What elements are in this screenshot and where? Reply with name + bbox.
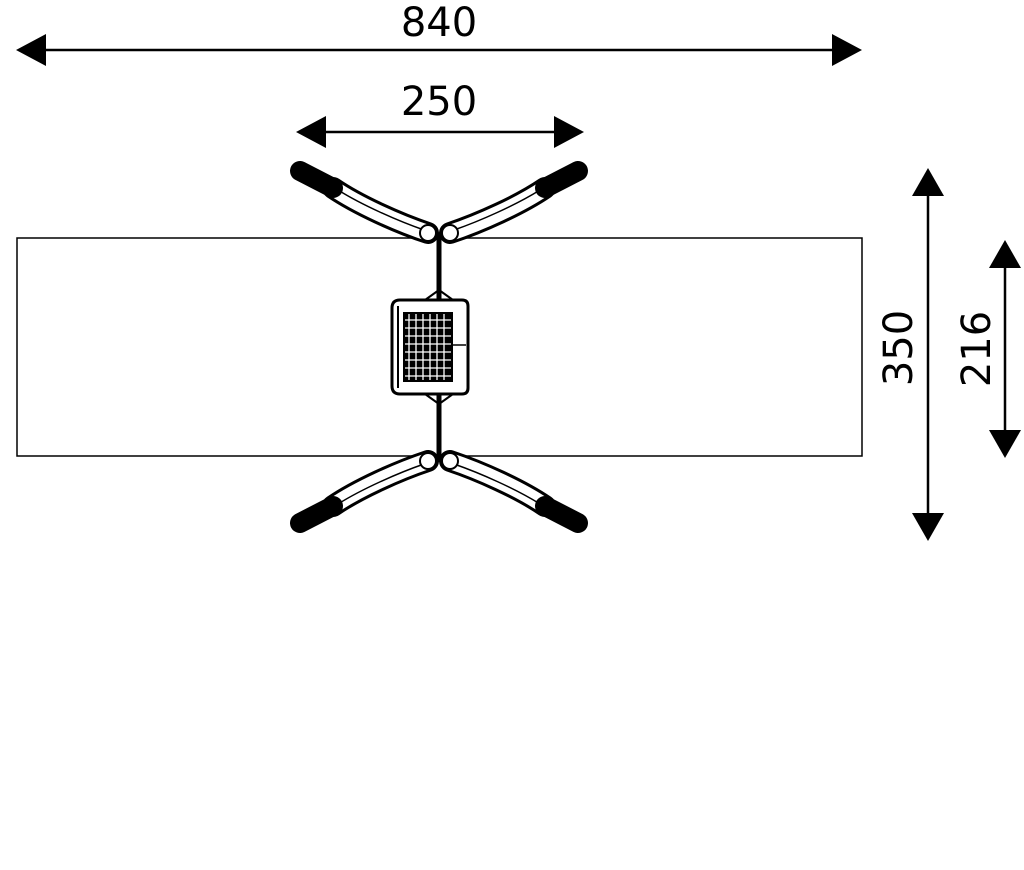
arrowhead-top (912, 168, 944, 196)
arrowhead-left (16, 34, 46, 66)
dimension-frame-span: 250 (296, 79, 584, 148)
dimension-frame-width: 216 (954, 240, 1021, 458)
swing-seat (390, 289, 470, 405)
dimension-overall-length: 840 (16, 0, 862, 66)
a-frame-bottom (300, 453, 578, 523)
dimension-label-840: 840 (401, 0, 477, 46)
dimension-label-350: 350 (876, 310, 922, 386)
seat-net (403, 312, 453, 382)
dimension-label-216: 216 (954, 311, 1000, 387)
arrowhead-top (989, 240, 1021, 268)
arrowhead-left (296, 116, 326, 148)
arrowhead-bottom (989, 430, 1021, 458)
a-frame-top (300, 171, 578, 241)
dimension-overall-width: 350 (876, 168, 944, 541)
arrowhead-right (832, 34, 862, 66)
arrowhead-right (554, 116, 584, 148)
arrowhead-bottom (912, 513, 944, 541)
dimension-label-250: 250 (401, 79, 477, 125)
